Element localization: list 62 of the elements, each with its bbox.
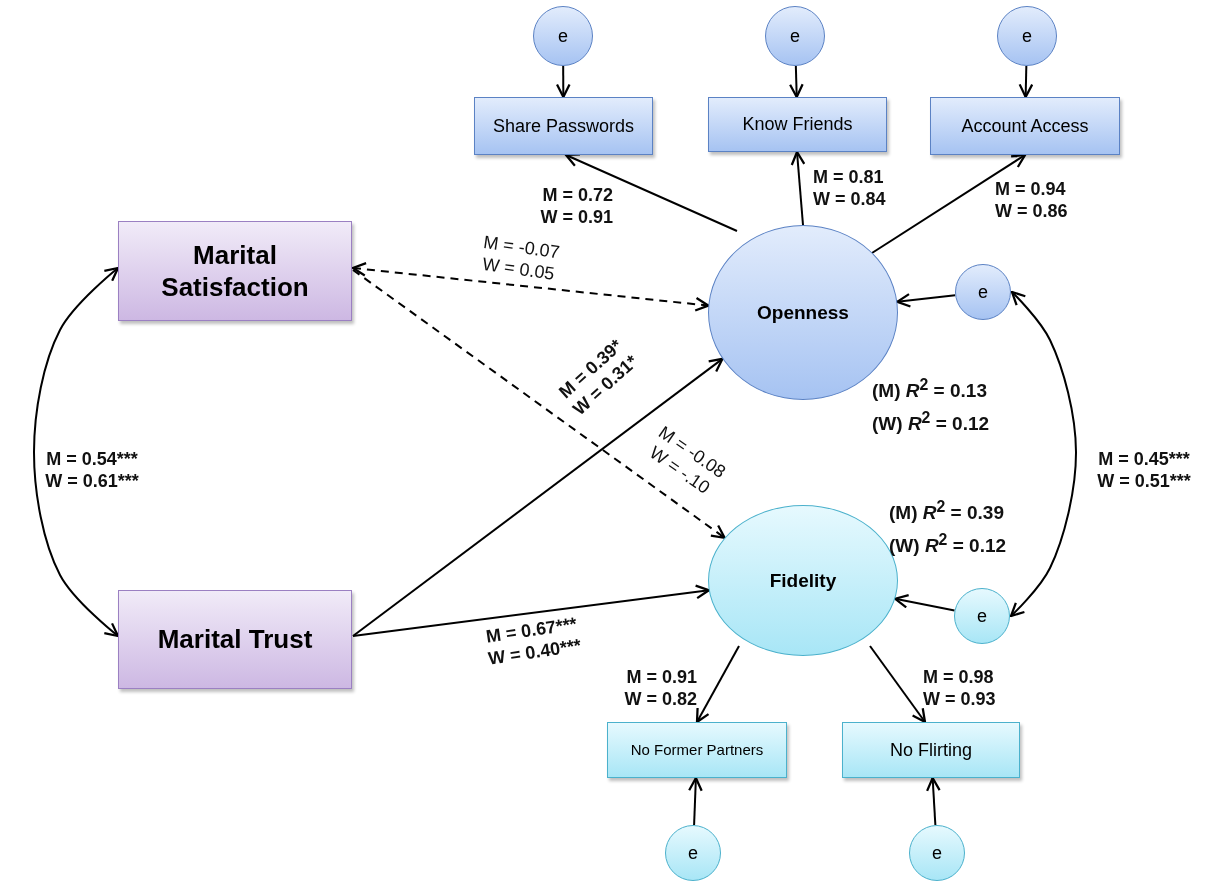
error-circle [765,6,825,66]
r-squared-label: (M) R$^{2}$ = 0.39 [889,498,1004,525]
arrow [789,65,804,99]
edge-label: M = 0.91 W = 0.82 [623,666,697,710]
edge-label: M = 0.72 W = 0.91 [539,184,613,228]
node-label: e [558,24,568,48]
curved-arrow [1009,290,1077,618]
arrow [352,269,726,539]
indicator-box [842,722,1020,778]
construct-box [118,590,352,689]
arrow [869,645,927,724]
node-label: Openness [757,300,849,325]
indicator-box [607,722,787,778]
node-label: e [978,280,988,304]
arrow [896,293,957,308]
edge-label: M = 0.81 W = 0.84 [813,166,887,210]
node-label: Account Access [961,114,1089,138]
edge-label: M = 0.54*** W = 0.61*** [44,448,140,492]
node-label: No Former Partners [630,741,764,759]
node-label: e [688,841,698,865]
curved-arrow [33,266,120,638]
indicator-box [474,97,653,155]
edge-label: M = -0.08 W = -.10 [644,421,731,500]
node-label: Share Passwords [492,114,635,138]
edge-label: M = 0.98 W = 0.93 [923,666,997,710]
arrow [1018,65,1034,99]
arrow [894,593,956,612]
error-circle [955,264,1011,320]
arrow [352,584,710,637]
arrow [790,150,806,226]
edge-label: M = 0.94 W = 0.86 [995,178,1069,222]
arrow [688,776,703,826]
node-label: e [977,604,987,628]
node-label: e [790,24,800,48]
indicator-box [708,97,887,152]
node-label: Marital Trust [157,623,313,656]
node-label: Know Friends [742,113,853,136]
edge-label: M = 0.45*** W = 0.51*** [1096,448,1192,492]
node-label: Fidelity [769,568,837,593]
node-label: Marital Satisfaction [160,238,310,304]
r-squared-label: (W) R$^{2}$ = 0.12 [872,409,990,436]
indicator-box [930,97,1120,155]
arrow [564,153,738,232]
error-circle [665,825,721,881]
edge-label: M = 0.67*** W = 0.40*** [483,612,584,671]
error-circle [954,588,1010,644]
arrow [555,65,571,99]
node-label: No Flirting [890,738,972,762]
node-label: e [932,841,942,865]
edge-label: M = -0.07 W = 0.05 [480,230,562,286]
arrow [351,261,710,312]
arrow [926,776,941,827]
r-squared-label: (M) R$^{2}$ = 0.13 [872,376,987,403]
construct-box [118,221,352,321]
error-circle [909,825,965,881]
error-circle [533,6,593,66]
arrow [871,153,1027,254]
arrow [695,645,740,724]
r-squared-label: (W) R$^{2}$ = 0.12 [889,531,1007,558]
error-circle [997,6,1057,66]
node-label: e [1022,24,1032,48]
arrow [352,357,724,637]
